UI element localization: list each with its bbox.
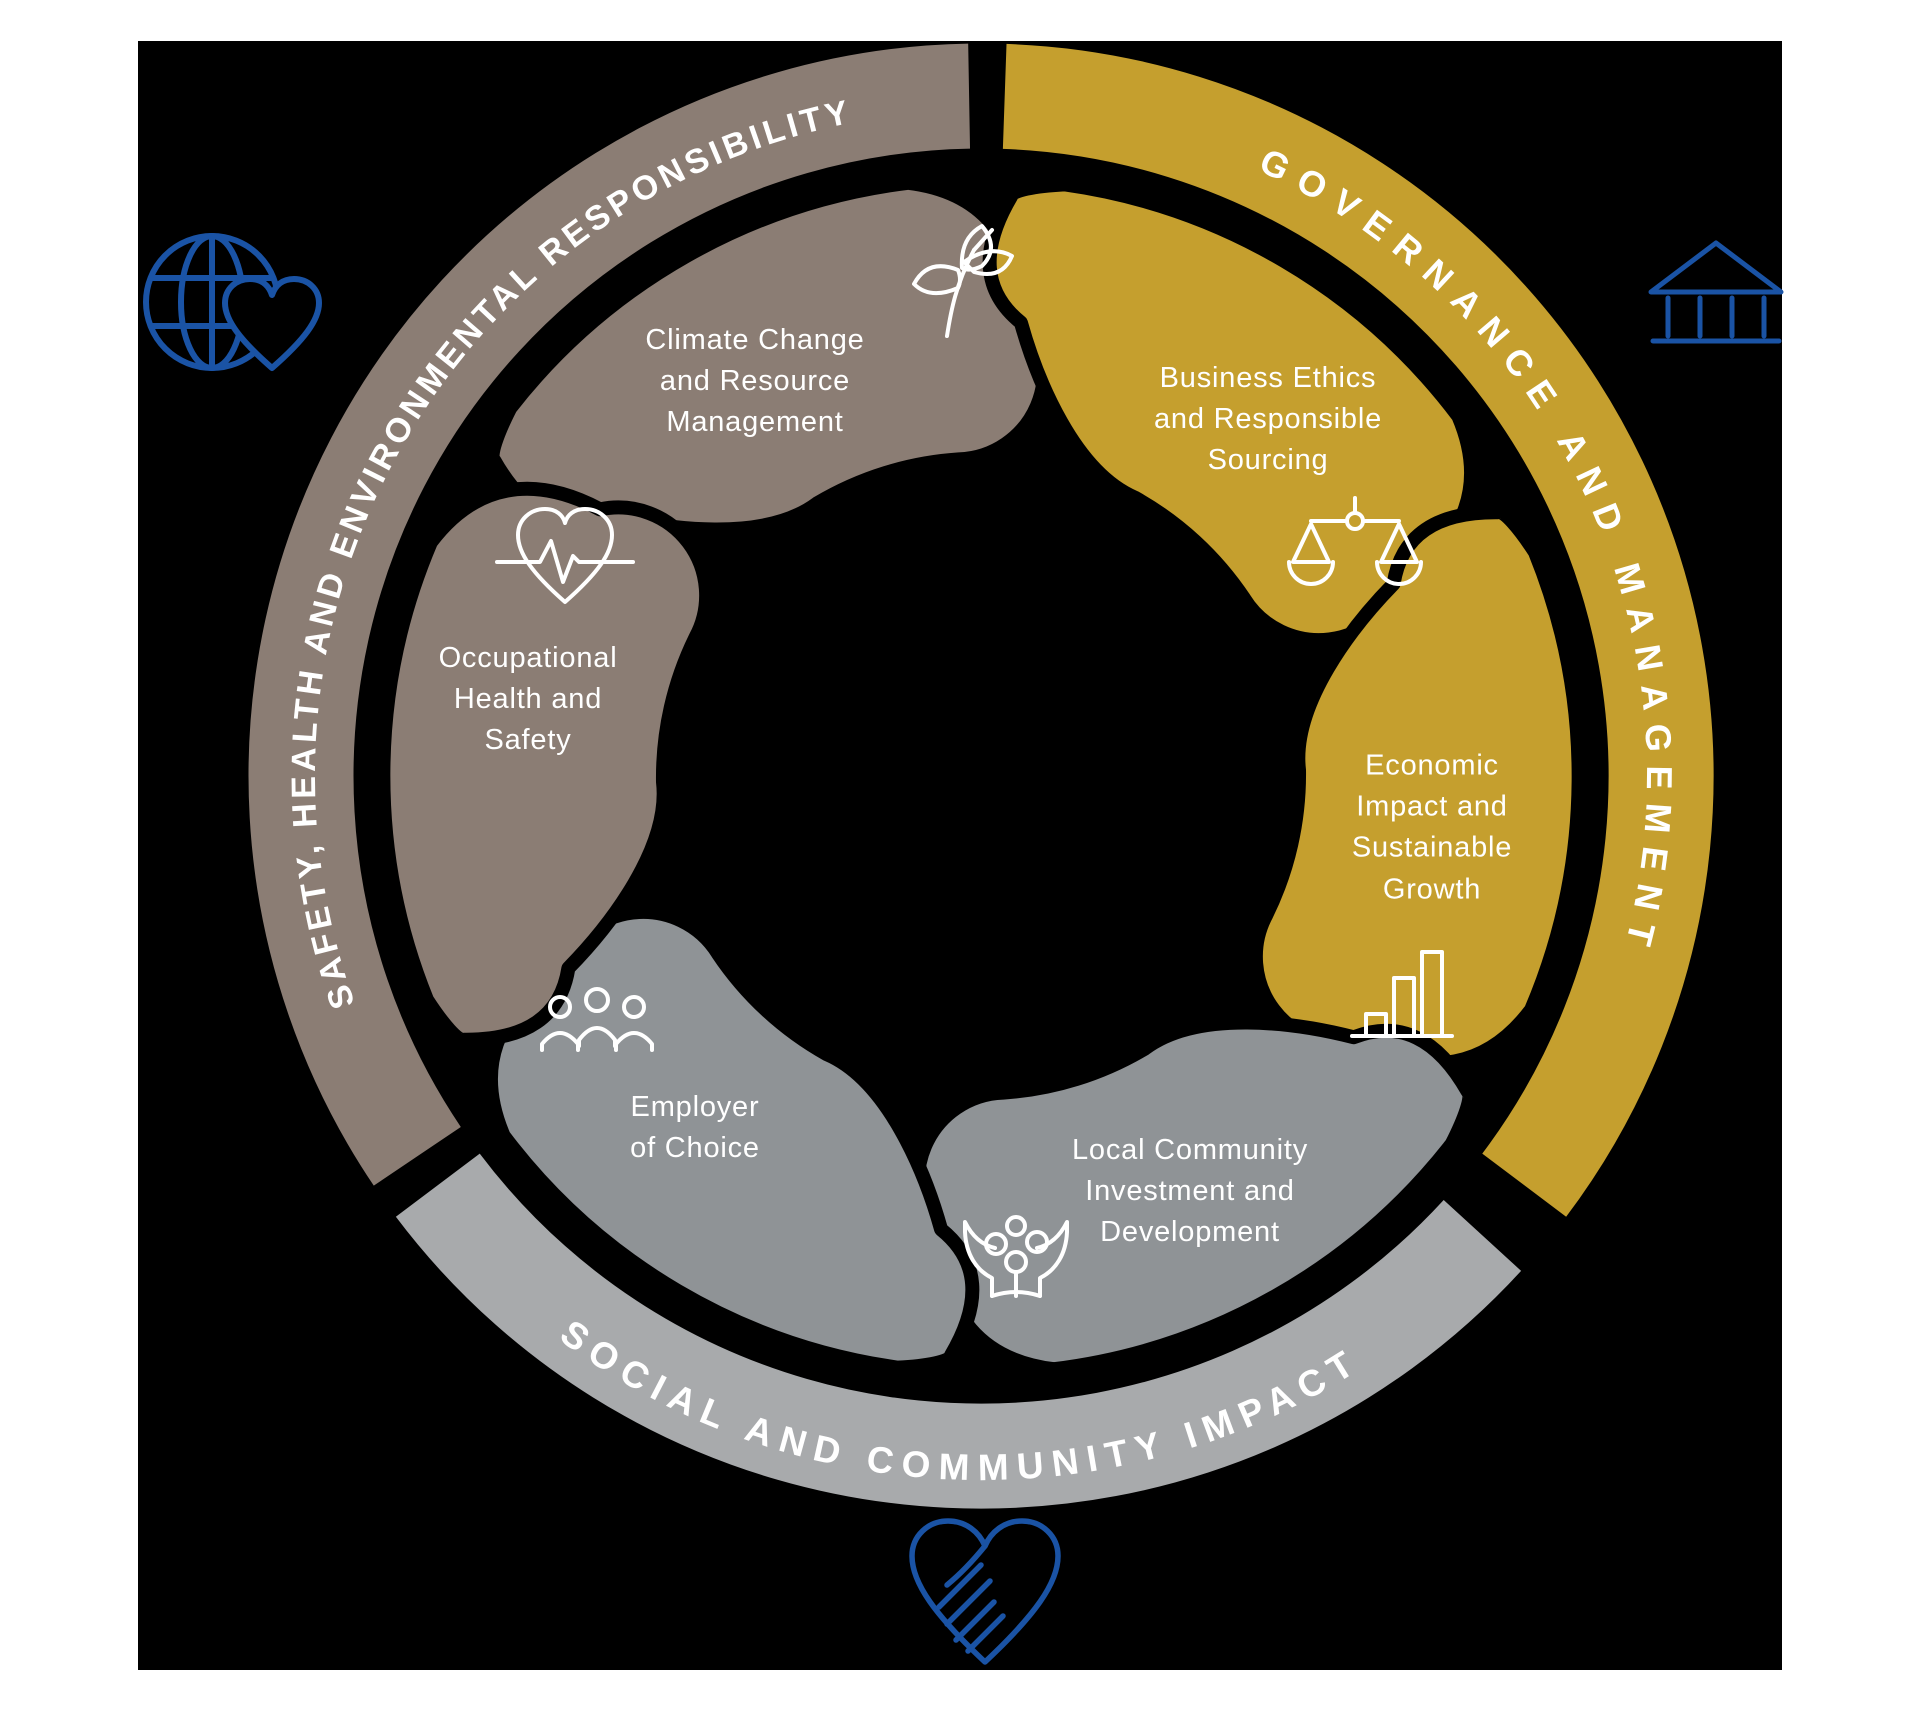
plant-icon	[912, 224, 1014, 338]
arc-safety-health-environment	[248, 43, 971, 1186]
heart-hands-icon	[909, 1518, 1061, 1665]
heartbeat-heart-icon	[495, 507, 635, 604]
bar-chart-icon	[1350, 950, 1454, 1038]
arc-social-community	[395, 1153, 1522, 1509]
petal-icons	[495, 224, 1454, 1298]
people-icon	[540, 987, 654, 1052]
hands-seeds-icon	[963, 1215, 1069, 1298]
petal-occupational-health	[376, 481, 714, 1047]
outer-ring	[248, 43, 1714, 1509]
globe-heart-icon	[143, 233, 322, 371]
bank-icon	[1648, 240, 1784, 344]
outside-icons	[143, 233, 1784, 1665]
scales-icon	[1287, 496, 1423, 586]
arc-governance-management	[1002, 43, 1714, 1217]
